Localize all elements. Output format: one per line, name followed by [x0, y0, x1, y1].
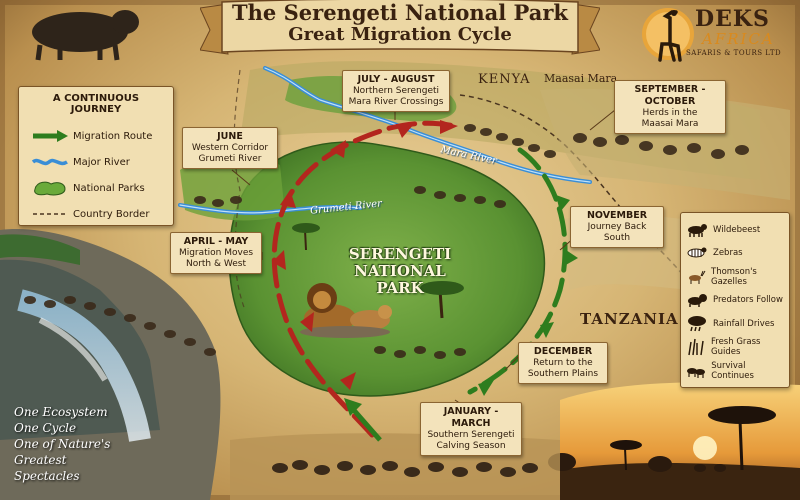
stage-line: Herds in the [642, 108, 698, 118]
stage-label-jul-aug: JULY - AUGUST Northern Serengeti Mara Ri… [342, 70, 450, 112]
green-arrow-icon [27, 126, 73, 146]
species-label: Zebras [713, 248, 743, 259]
stage-line: North & West [185, 259, 247, 269]
legend-label: Country Border [73, 208, 150, 220]
stage-period: SEPTEMBER - OCTOBER [634, 84, 706, 107]
lion-icon [685, 290, 709, 310]
stage-period: JANUARY - MARCH [443, 406, 499, 429]
label-tanzania: TANZANIA [580, 310, 679, 328]
park-area-icon [27, 178, 73, 198]
southern-herd [272, 460, 538, 477]
legend-item-border: Country Border [27, 201, 165, 227]
title-line-2: Great Migration Cycle [288, 24, 512, 45]
stage-period: NOVEMBER [586, 210, 648, 221]
stage-period: DECEMBER [533, 346, 593, 357]
species-item: Wildebeest [685, 218, 785, 242]
label-kenya: KENYA [478, 72, 531, 87]
stage-line: Migration Moves [178, 248, 254, 258]
stage-line: Western Corridor [191, 143, 269, 153]
species-item: Survival Continues [685, 359, 785, 383]
stage-label-dec: DECEMBER Return to the Southern Plains [518, 342, 608, 384]
tagline-line-1: One Ecosystem [14, 405, 108, 419]
stage-line: Return to the [533, 358, 593, 368]
stage-line: Mara River Crossings [348, 97, 444, 107]
species-item: Predators Follow [685, 289, 785, 313]
stage-label-apr-may: APRIL - MAY Migration Moves North & West [170, 232, 262, 274]
stage-line: Northern Serengeti [352, 86, 440, 96]
title-line-1: The Serengeti National Park [232, 0, 568, 25]
stage-line: Southern Serengeti [427, 430, 515, 440]
stage-period: JUNE [217, 131, 243, 142]
title-banner [200, 0, 600, 55]
species-item: Thomson's Gazelles [685, 265, 785, 289]
tagline-line-3: One of Nature's [14, 437, 111, 451]
label-maasai-mara: Maasai Mara [544, 72, 618, 85]
stage-label-nov: NOVEMBER Journey Back South [570, 206, 664, 248]
stage-label-jun: JUNE Western Corridor Grumeti River [182, 127, 278, 169]
stage-line: Maasai Mara [641, 119, 699, 129]
grass-icon [685, 337, 707, 357]
species-panel: Wildebeest Zebras Thomson's Gazelles Pre… [680, 212, 790, 388]
stage-line: Journey Back South [587, 222, 647, 243]
stage-label-jan-mar: JANUARY - MARCH Southern Serengeti Calvi… [420, 402, 522, 456]
giraffe-icon [642, 8, 694, 62]
logo-sub: AFRICA [702, 30, 775, 48]
species-item: Fresh Grass Guides [685, 336, 785, 360]
legend-label: National Parks [73, 182, 145, 194]
label-park: SERENGETI NATIONAL PARK [348, 245, 452, 297]
tagline-line-4: Greatest Spectacles [14, 453, 80, 483]
wildebeest-icon [685, 220, 709, 240]
logo-name: DEKS [695, 6, 770, 32]
acacia-tree [420, 281, 464, 319]
legend-title: A CONTINUOUS JOURNEY [52, 93, 140, 115]
species-label: Survival Continues [711, 360, 754, 381]
gazelle-icon [685, 267, 707, 287]
stage-period: APRIL - MAY [183, 236, 249, 247]
legend-item-route: Migration Route [27, 123, 165, 149]
species-item: Zebras [685, 242, 785, 266]
logo-tagline: SAFARIS & TOURS LTD [686, 49, 782, 57]
stage-period: JULY - AUGUST [357, 74, 435, 85]
stage-line: Southern Plains [527, 369, 599, 379]
legend-label: Major River [73, 156, 130, 168]
legend-item-parks: National Parks [27, 175, 165, 201]
wildebeest-illustration [32, 10, 139, 61]
species-item: Rainfall Drives [685, 312, 785, 336]
zebra-icon [685, 243, 709, 263]
species-label: Predators Follow [713, 295, 783, 306]
tagline-line-2: One Cycle [14, 421, 77, 435]
legend-panel: A CONTINUOUS JOURNEY Migration Route Maj… [18, 86, 174, 226]
lion-illustration [300, 283, 392, 338]
stage-label-sep-oct: SEPTEMBER - OCTOBER Herds in the Maasai … [614, 80, 726, 134]
rain-cloud-icon [685, 314, 709, 334]
dashed-line-icon [27, 204, 73, 224]
river-icon [27, 152, 73, 172]
species-label: Thomson's Gazelles [711, 266, 757, 287]
species-label: Wildebeest [713, 224, 761, 235]
legend-label: Migration Route [73, 130, 153, 142]
herd-icon [685, 361, 707, 381]
species-label: Rainfall Drives [713, 318, 775, 329]
stage-line: Grumeti River [198, 154, 262, 164]
stage-line: Calving Season [436, 441, 506, 451]
species-label: Fresh Grass Guides [711, 337, 761, 358]
tagline: One Ecosystem One Cycle One of Nature's … [14, 404, 134, 484]
title-block: The Serengeti National Park Great Migrat… [200, 2, 600, 46]
legend-item-river: Major River [27, 149, 165, 175]
